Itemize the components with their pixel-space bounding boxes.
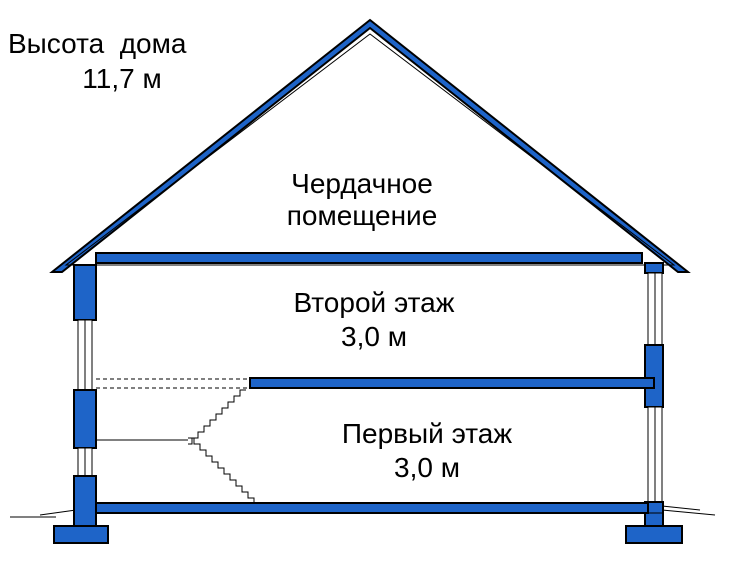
second-floor-height: 3,0 м [341,321,407,352]
staircase [96,389,262,505]
roof [49,18,691,273]
second-floor-slab [96,377,655,389]
attic-label-line1: Чердачное [291,168,433,199]
first-floor-name: Первый этаж [342,418,512,449]
house-height-value: 11,7 м [82,63,161,94]
ground-lines [10,505,716,518]
first-floor-height: 3,0 м [394,452,460,483]
right-foundation [625,525,683,544]
left-wall [73,264,97,527]
second-floor-name: Второй этаж [294,287,455,318]
attic-floor-beam [95,252,643,264]
left-foundation [53,525,109,544]
ground-floor-slab [95,502,649,514]
right-wall [644,262,664,527]
house-height-label: Высота дома [8,28,187,59]
attic-label-line2: помещение [287,200,438,231]
